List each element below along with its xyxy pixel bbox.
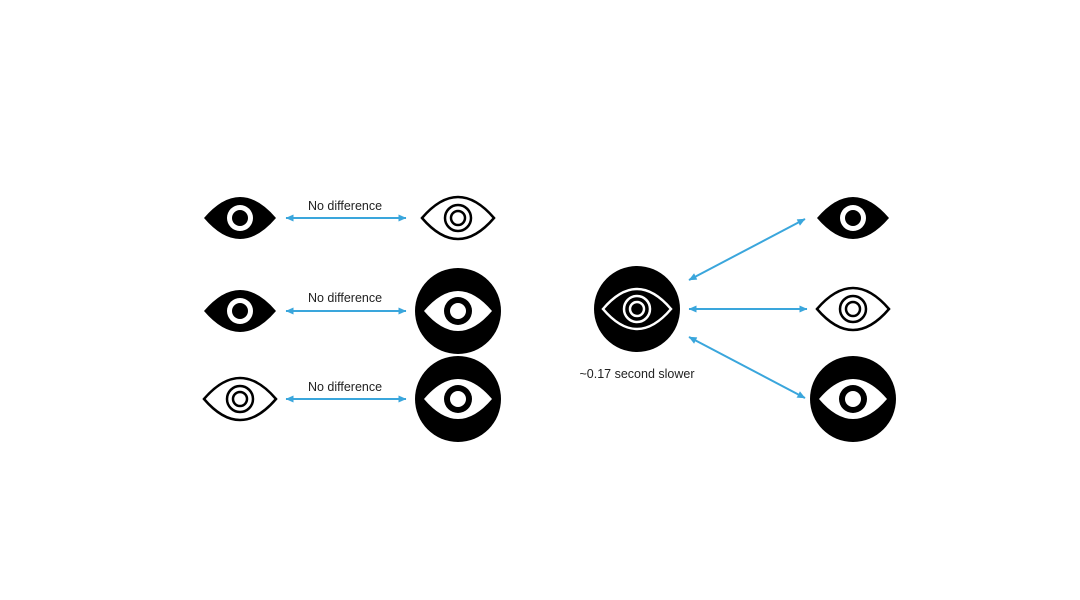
comparison-row-2: No difference	[204, 268, 501, 354]
comparison-row-1: No difference	[204, 195, 496, 241]
slower-caption: ~0.17 second slower	[579, 367, 694, 381]
outline-eye-icon	[815, 286, 891, 332]
solid-eye-icon	[204, 197, 276, 239]
comparison-label: No difference	[308, 199, 382, 213]
circle-eye-icon	[415, 356, 501, 442]
comparison-row-3: No difference	[202, 356, 501, 442]
right-comparison-group: ~0.17 second slower	[579, 197, 896, 442]
circle-eye-icon	[415, 268, 501, 354]
outline-eye-icon	[420, 195, 496, 241]
solid-eye-icon	[817, 197, 889, 239]
comparison-label: No difference	[308, 380, 382, 394]
circle-eye-icon	[810, 356, 896, 442]
comparison-label: No difference	[308, 291, 382, 305]
solid-eye-icon	[204, 290, 276, 332]
fan-arrow-bottom	[688, 336, 806, 399]
outline-eye-icon	[202, 376, 278, 422]
circle-outline-eye-icon	[594, 266, 680, 352]
fan-arrow-top	[688, 218, 806, 281]
